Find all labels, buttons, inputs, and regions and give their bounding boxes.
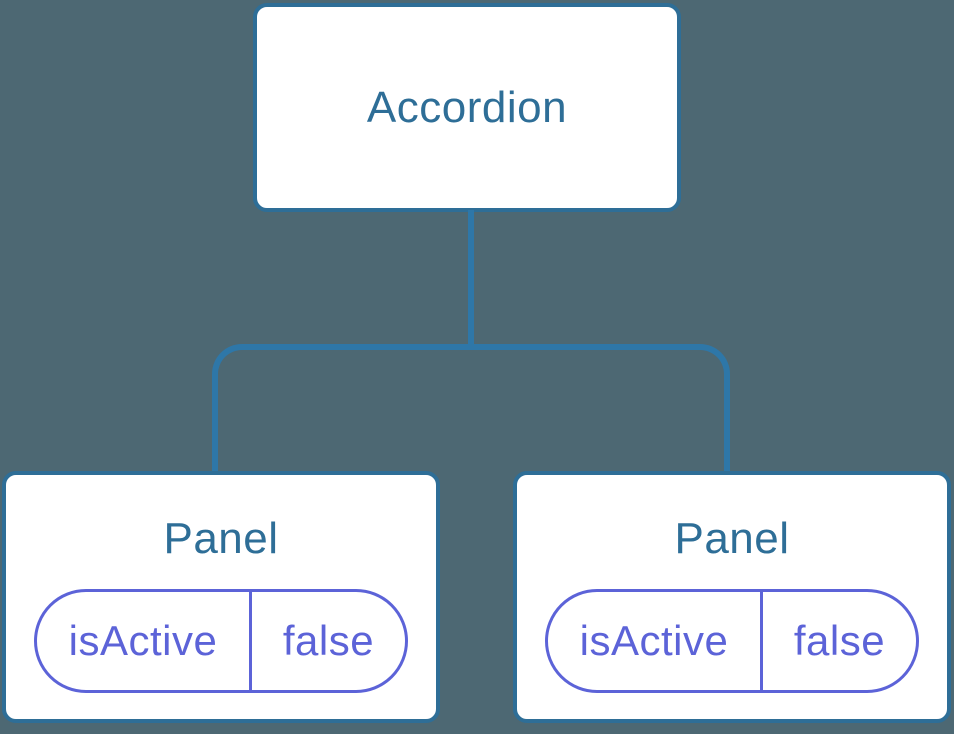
state-value-right: false: [760, 592, 916, 690]
panel-node-left: Panel isActive false: [2, 471, 440, 723]
state-value-left: false: [249, 592, 405, 690]
state-key-left: isActive: [68, 617, 218, 664]
accordion-node-label: Accordion: [366, 82, 568, 132]
state-key-right: isActive: [579, 617, 729, 664]
panel-node-right-label: Panel: [674, 514, 790, 563]
tree-connector-trunk: [468, 210, 474, 346]
panel-node-left-label: Panel: [163, 514, 279, 563]
state-pill-right: isActive false: [545, 589, 919, 693]
accordion-node: Accordion: [253, 3, 681, 212]
panel-node-right: Panel isActive false: [513, 471, 951, 723]
state-pill-left: isActive false: [34, 589, 408, 693]
tree-connector-bracket: [212, 344, 730, 471]
